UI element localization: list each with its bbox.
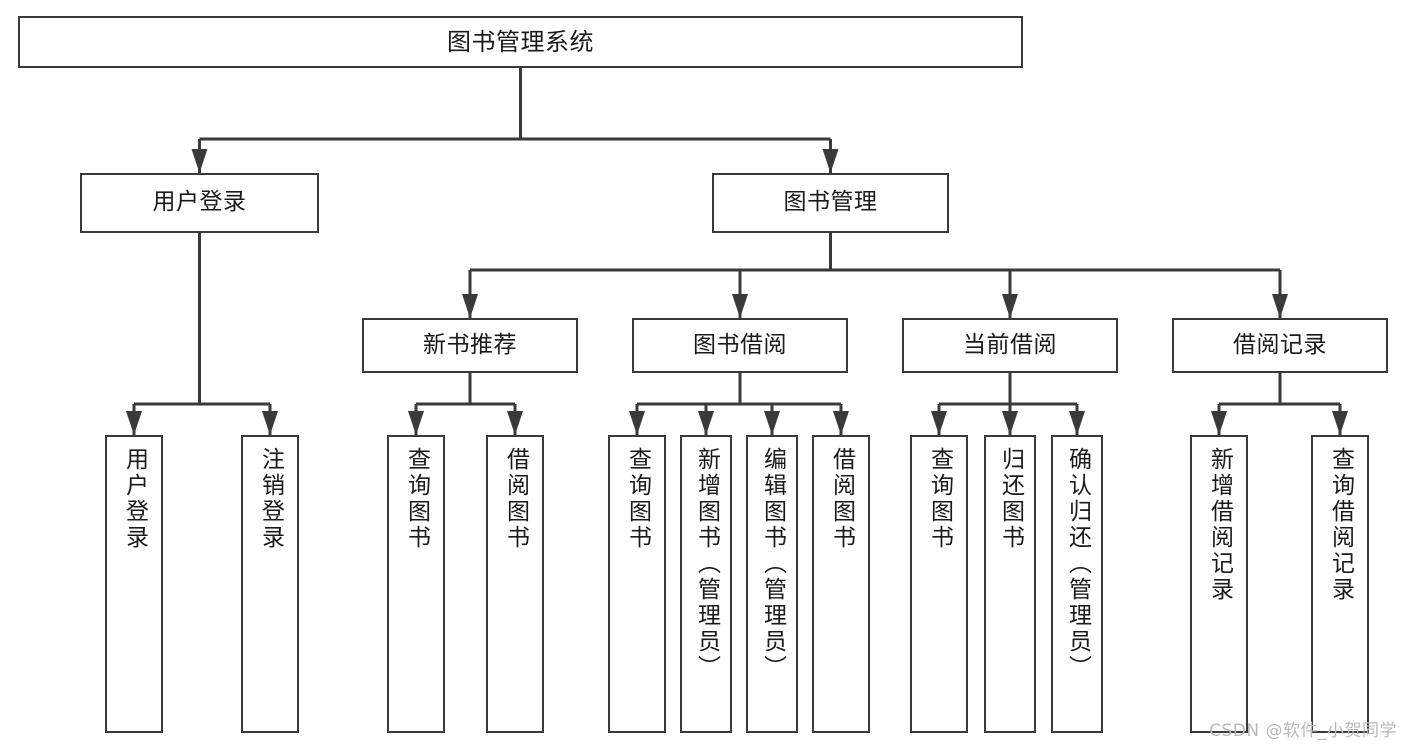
node-leaf_conf_ret[interactable]: 确认归还（管理员）: [1051, 435, 1103, 733]
arrow-head-book_borrow: [732, 294, 748, 318]
node-current_borrow[interactable]: 当前借阅: [902, 318, 1118, 373]
node-label: 借阅图书: [828, 447, 855, 551]
arrow-head-current_borrow: [1002, 294, 1018, 318]
arrow-head-leaf_user_login: [126, 411, 142, 435]
node-leaf_q_rec[interactable]: 查询借阅记录: [1311, 435, 1369, 733]
node-leaf_return[interactable]: 归还图书: [984, 435, 1036, 733]
arrow-head-book_manage: [822, 149, 839, 173]
arrow-head-leaf_q_book_1: [408, 411, 424, 435]
node-label: 查询借阅记录: [1327, 447, 1354, 603]
node-label: 借阅记录: [1233, 331, 1327, 358]
node-book_manage[interactable]: 图书管理: [712, 173, 949, 233]
arrow-head-leaf_edit_book: [764, 411, 780, 435]
arrow-head-leaf_borrow_b_1: [507, 411, 523, 435]
watermark: CSDN @软件_小贺同学: [1209, 721, 1397, 741]
node-label: 当前借阅: [963, 331, 1057, 358]
node-label: 确认归还（管理员）: [1064, 447, 1091, 681]
node-leaf_user_login[interactable]: 用户登录: [105, 435, 163, 733]
arrow-head-leaf_add_rec: [1211, 411, 1227, 435]
arrow-head-leaf_q_book_2: [629, 411, 645, 435]
arrow-head-leaf_q_book_3: [931, 411, 947, 435]
node-label: 用户登录: [152, 189, 247, 216]
node-new_book_rec[interactable]: 新书推荐: [362, 318, 578, 373]
arrow-head-user_login: [191, 149, 208, 173]
node-label: 新增图书（管理员）: [693, 447, 720, 681]
node-label: 图书借阅: [693, 331, 787, 358]
node-leaf_q_book_1[interactable]: 查询图书: [387, 435, 445, 733]
node-book_borrow[interactable]: 图书借阅: [632, 318, 848, 373]
node-leaf_edit_book[interactable]: 编辑图书（管理员）: [746, 435, 798, 733]
node-label: 查询图书: [403, 447, 430, 551]
arrow-head-borrow_record: [1272, 294, 1288, 318]
node-label: 注销登录: [257, 447, 284, 551]
node-root[interactable]: 图书管理系统: [18, 16, 1023, 68]
node-leaf_add_rec[interactable]: 新增借阅记录: [1190, 435, 1248, 733]
node-leaf_borrow_b_1[interactable]: 借阅图书: [486, 435, 544, 733]
node-label: 新书推荐: [423, 331, 517, 358]
node-borrow_record[interactable]: 借阅记录: [1172, 318, 1388, 373]
node-label: 图书管理: [783, 189, 878, 216]
arrow-head-leaf_return: [1002, 411, 1018, 435]
node-user_login[interactable]: 用户登录: [80, 173, 319, 233]
node-leaf_logout[interactable]: 注销登录: [241, 435, 299, 733]
node-label: 借阅图书: [502, 447, 529, 551]
arrow-head-leaf_conf_ret: [1069, 411, 1085, 435]
arrow-head-new_book_rec: [462, 294, 478, 318]
node-label: 用户登录: [121, 447, 148, 551]
arrow-head-leaf_add_book: [698, 411, 714, 435]
node-label: 查询图书: [624, 447, 651, 551]
node-leaf_borrow_b_2[interactable]: 借阅图书: [812, 435, 870, 733]
node-label: 归还图书: [997, 447, 1024, 551]
node-label: 图书管理系统: [447, 27, 594, 56]
arrow-head-leaf_logout: [262, 411, 278, 435]
node-label: 编辑图书（管理员）: [759, 447, 786, 681]
node-leaf_add_book[interactable]: 新增图书（管理员）: [680, 435, 732, 733]
arrow-head-leaf_q_rec: [1332, 411, 1348, 435]
arrow-head-leaf_borrow_b_2: [833, 411, 849, 435]
node-leaf_q_book_2[interactable]: 查询图书: [608, 435, 666, 733]
node-leaf_q_book_3[interactable]: 查询图书: [910, 435, 968, 733]
node-label: 查询图书: [926, 447, 953, 551]
node-label: 新增借阅记录: [1206, 447, 1233, 603]
